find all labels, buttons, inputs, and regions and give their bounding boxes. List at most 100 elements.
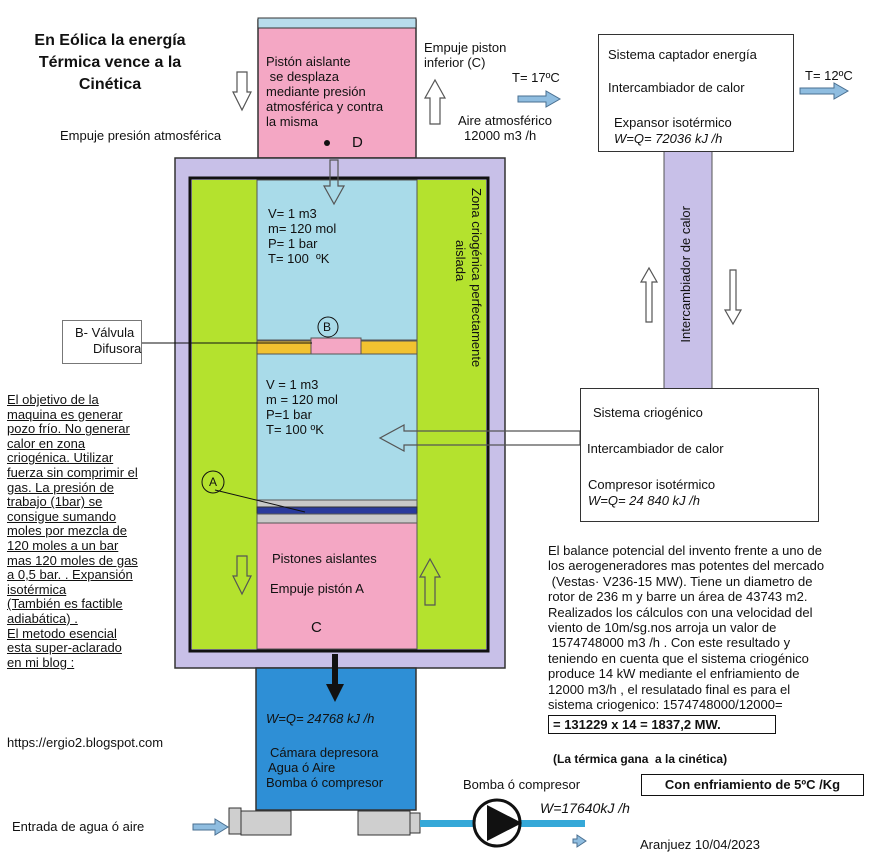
piston-a-gray-bottom <box>256 513 418 524</box>
arrow-right-up <box>418 557 442 606</box>
top-piston-line: atmosférica y contra <box>266 99 384 114</box>
pump-label: Bomba ó compresor <box>463 777 581 792</box>
objective-line: consigue sumando <box>7 508 117 524</box>
cryo-line3: Compresor isotérmico <box>588 477 716 492</box>
lower-line: P=1 bar <box>266 407 312 422</box>
arrow-air-in <box>517 90 562 108</box>
piston-push-line: Empuje piston <box>424 40 507 55</box>
capture-line2: Intercambiador de calor <box>608 80 745 95</box>
objective-line: calor en zona <box>7 435 86 451</box>
capture-box: Sistema captador energía Intercambiador … <box>598 34 794 152</box>
piston-a-blue <box>256 506 418 515</box>
objective-text: El objetivo de la maquina es generar poz… <box>7 392 138 670</box>
pistons-line2: Empuje pistón A <box>270 581 364 596</box>
left-fitting <box>228 807 242 835</box>
objective-line: (También es factible <box>7 596 123 612</box>
arrow-piston-up <box>423 78 447 125</box>
right-foot <box>357 810 411 836</box>
arrow-atm-down <box>232 71 252 112</box>
objective-line: isotérmica <box>7 581 67 597</box>
arrow-inlet <box>192 818 229 836</box>
valve-line: B- Válvula <box>75 325 135 340</box>
date-label: Aranjuez 10/04/2023 <box>640 837 760 852</box>
balance-line: rotor de 236 m y barre un área de 43743 … <box>548 589 808 605</box>
vertical-hx-column <box>663 150 713 390</box>
cryo-box: Sistema criogénico Intercambiador de cal… <box>580 388 819 522</box>
arrow-hx-up <box>639 266 659 323</box>
balance-line: (Vestas· V236-15 MW). Tiene un diametro … <box>548 573 813 589</box>
top-piston-line: mediante presión <box>266 84 366 99</box>
water-inlet-label: Entrada de agua ó aire <box>12 819 145 834</box>
upper-chamber-text: V= 1 m3 m= 120 mol P= 1 bar T= 100 ºK <box>268 206 336 266</box>
pump-work: W=17640kJ /h <box>540 800 630 816</box>
filled-arrows <box>192 82 850 848</box>
objective-line: esta super-aclarado <box>7 640 122 656</box>
balance-line: los aerogeneradores mas potentes del mer… <box>548 558 825 574</box>
air-line: Aire atmosférico <box>458 113 552 128</box>
lower-chamber-text: V = 1 m3 m = 120 mol P=1 bar T= 100 ºK <box>266 377 338 437</box>
arrow-pump-out <box>572 834 587 848</box>
objective-line: El objetivo de la <box>7 392 99 407</box>
air-line: 12000 m3 /h <box>464 128 537 143</box>
upper-line: T= 100 ºK <box>268 251 330 266</box>
green-left <box>192 180 257 649</box>
piston-push-label: Empuje piston inferior (C) <box>424 40 506 70</box>
zone-line: aislada <box>453 240 468 282</box>
atm-push-label: Empuje presión atmosférica <box>60 128 222 143</box>
upper-line: P= 1 bar <box>268 236 318 251</box>
vertical-hx-label: Intercambiador de calor <box>678 206 693 343</box>
top-piston-line: se desplaza <box>266 69 339 84</box>
temp-out-label: T= 12ºC <box>805 68 853 83</box>
vertical-zone-text: Zona criogénica perfectamente aislada <box>452 188 484 367</box>
valve-line: Difusora <box>93 341 142 356</box>
depress-work: W=Q= 24768 kJ /h <box>266 711 375 726</box>
depress-line: Agua ó Aire <box>268 760 336 775</box>
balance-line: El balance potencial del invento frente … <box>548 543 822 558</box>
objective-line: moles por mezcla de <box>7 523 127 539</box>
outline-arrows <box>232 71 743 606</box>
top-piston-rect <box>257 19 417 159</box>
arrow-hx-down <box>723 269 743 326</box>
upper-line: m= 120 mol <box>268 221 337 236</box>
balance-line: produce 14 kW mediante el enfriamiento d… <box>548 666 800 682</box>
air-label: Aire atmosférico 12000 m3 /h <box>458 113 552 143</box>
balance-line: 1574748000 m3 /h . Con este resultado y <box>548 635 791 651</box>
top-piston-line: la misma <box>266 114 319 129</box>
balance-line: sistema criogenico: 1574748000/12000= <box>548 697 783 713</box>
objective-line: fuerza sin comprimir el <box>7 464 138 480</box>
arrow-left-down <box>232 555 252 596</box>
valve-b-letter: B <box>323 320 332 334</box>
pistons-line1: Pistones aislantes <box>272 551 377 566</box>
piston-push-line: inferior (C) <box>424 55 486 70</box>
objective-line: gas. La presión de <box>7 479 114 495</box>
capture-line1: Sistema captador energía <box>608 47 757 62</box>
blog-link[interactable]: https://ergio2.blogspot.com <box>7 735 164 750</box>
arrow-black-down <box>326 654 344 702</box>
valve-b-circle <box>317 316 339 338</box>
right-fitting <box>409 812 421 834</box>
cryo-line1: Sistema criogénico <box>593 405 703 420</box>
objective-line: adiabática) . <box>7 610 78 626</box>
objective-line: trabajo (1bar) se <box>7 494 103 510</box>
balance-line: teniendo en cuenta que el sistema criogé… <box>548 650 809 666</box>
title: En Eólica la energía Térmica vence a la … <box>10 30 210 96</box>
valve-center <box>310 337 362 355</box>
inner-frame <box>188 176 490 653</box>
pistons-block-rect <box>256 522 418 650</box>
depress-line: Cámara depresora <box>270 745 379 760</box>
piston-a-letter: A <box>209 475 218 489</box>
pistons-letter: C <box>311 619 322 636</box>
cryo-line2: Intercambiador de calor <box>587 441 724 456</box>
depress-text: Cámara depresora Agua ó Aire Bomba ó com… <box>266 745 383 790</box>
objective-line: 120 moles a un bar <box>7 537 119 553</box>
objective-line: mas 120 moles de gas <box>7 552 138 568</box>
cooling-box: Con enfriamiento de 5ºC /Kg <box>641 774 864 796</box>
capture-line3: Expansor isotérmico <box>614 115 732 130</box>
lower-line: T= 100 ºK <box>266 422 324 437</box>
objective-line: a 0,5 bar. . Expansión <box>7 567 133 583</box>
balance-line: viento de 10m/sg.nos arroja un valor de <box>548 620 777 636</box>
objective-line: en mi blog : <box>7 654 75 670</box>
arrow-cryo-left <box>378 423 581 453</box>
top-piston-text: Pistón aislante se desplaza mediante pre… <box>266 54 383 129</box>
